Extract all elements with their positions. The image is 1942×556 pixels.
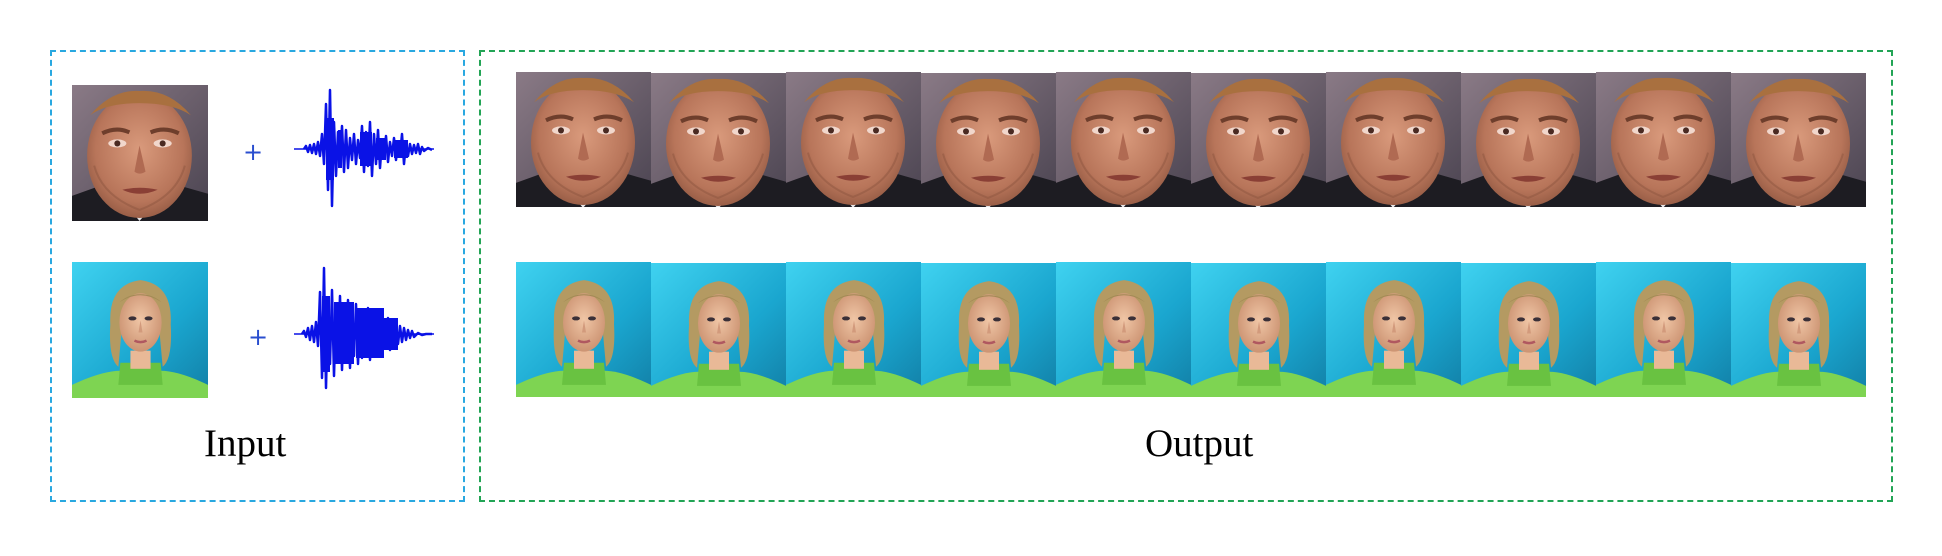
male-face-frame (1191, 72, 1326, 207)
output-panel: Output (479, 50, 1893, 502)
male-face-frame (1056, 72, 1191, 207)
female-face-frame (1596, 262, 1731, 397)
male-face-frame (786, 72, 921, 207)
male-face-portrait (72, 85, 208, 221)
female-output-frame-strip (516, 262, 1866, 398)
female-face-frame (516, 262, 651, 397)
male-face-frame (1596, 72, 1731, 207)
male-output-frame-strip (516, 72, 1866, 208)
female-face-frame (921, 262, 1056, 397)
male-face-frame (1326, 72, 1461, 207)
female-face-frame (1326, 262, 1461, 397)
output-label: Output (1145, 422, 1254, 465)
audio-waveform (294, 82, 434, 212)
plus-operator: + (248, 323, 269, 351)
female-face-frame (1191, 262, 1326, 397)
female-face-frame (651, 262, 786, 397)
male-face-frame (651, 72, 786, 207)
female-face-portrait (72, 262, 208, 398)
audio-waveform (294, 262, 434, 392)
male-face-frame (921, 72, 1056, 207)
input-label: Input (204, 422, 287, 465)
female-face-frame (1731, 262, 1866, 397)
female-face-frame (1056, 262, 1191, 397)
plus-operator: + (243, 138, 264, 166)
female-face-frame (1461, 262, 1596, 397)
input-panel: Input (50, 50, 465, 502)
male-face-frame (516, 72, 651, 207)
male-face-frame (1461, 72, 1596, 207)
female-face-frame (786, 262, 921, 397)
male-face-frame (1731, 72, 1866, 207)
